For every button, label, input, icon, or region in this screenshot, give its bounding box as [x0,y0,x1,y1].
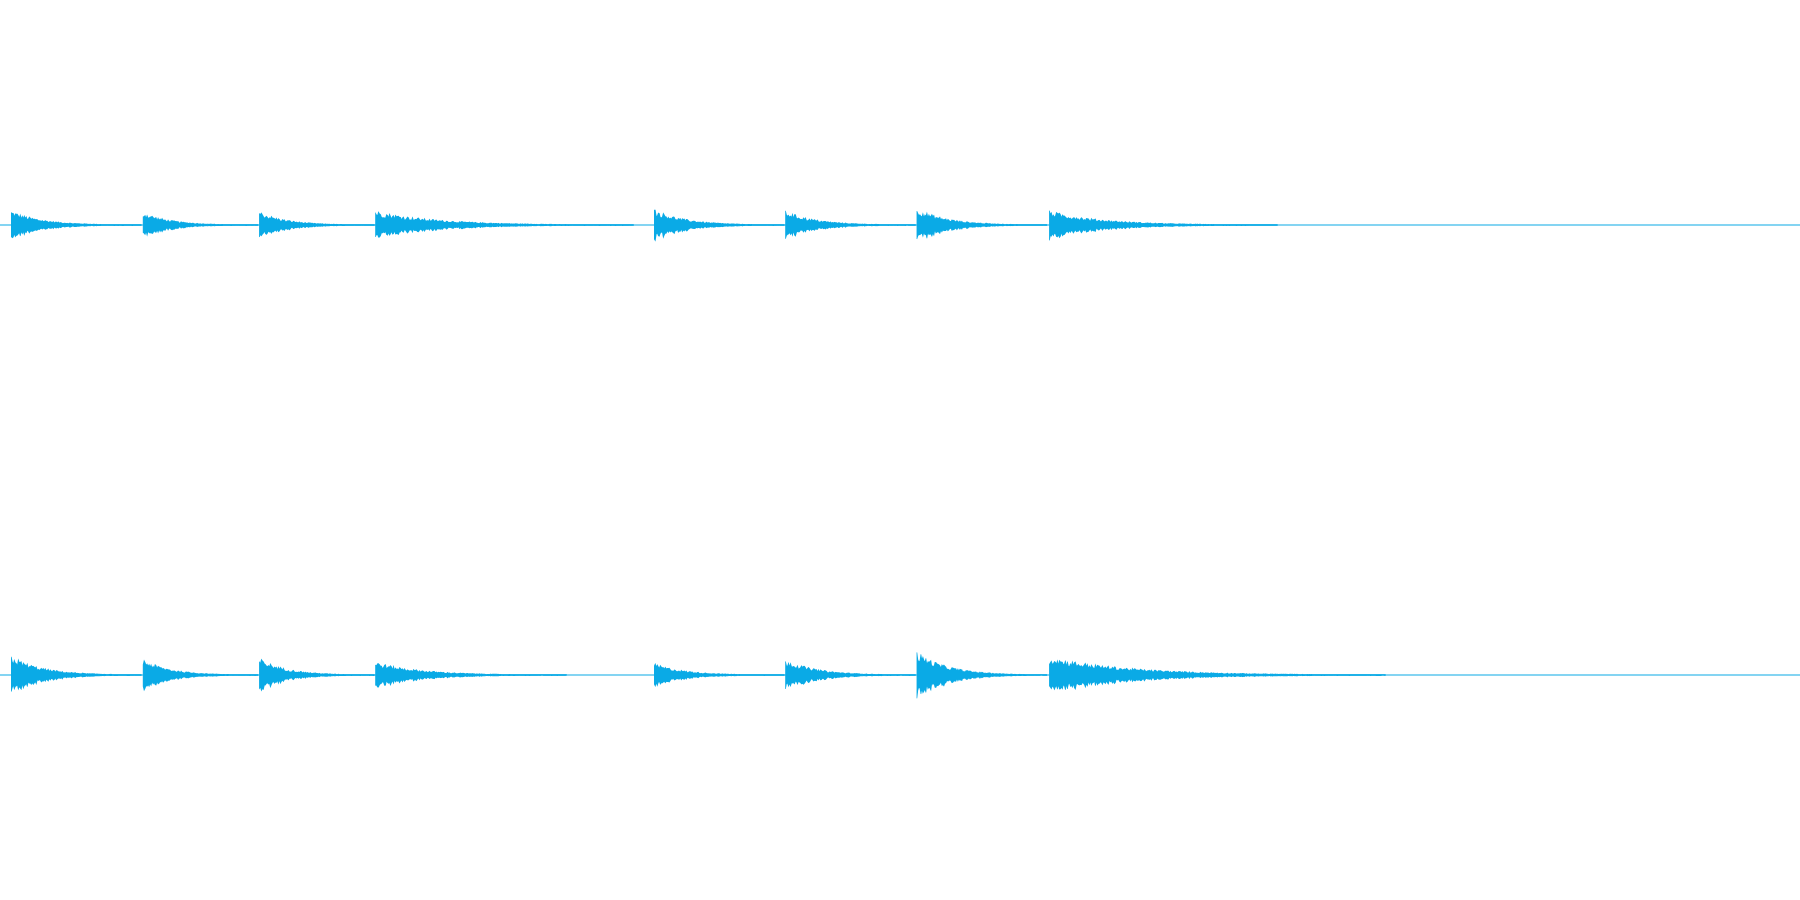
waveform-channel-2 [0,652,1800,699]
waveform-path [11,652,1386,699]
waveform-channel-1 [0,209,1800,242]
waveform-path [11,209,1278,242]
